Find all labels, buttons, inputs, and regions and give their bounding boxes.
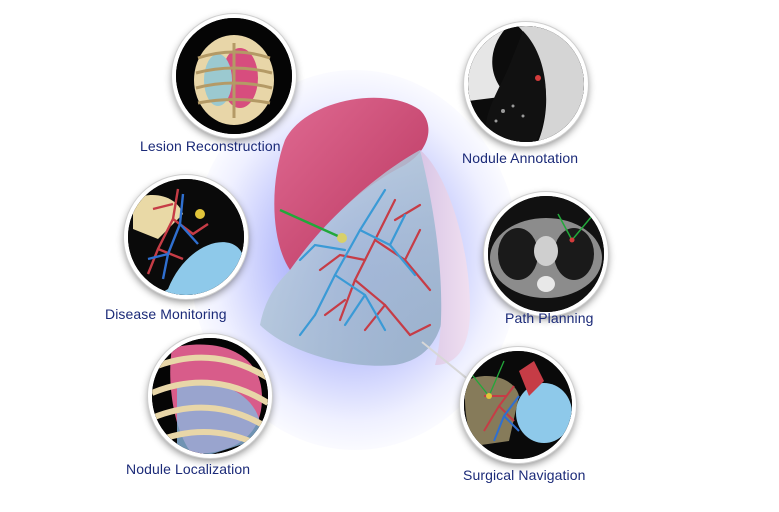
rib-cage-icon (176, 18, 292, 134)
surgical-navigation-label: Surgical Navigation (463, 467, 586, 483)
lung-model-illustration (260, 97, 470, 366)
nodule-annotation-label: Nodule Annotation (462, 150, 579, 166)
path-planning-thumbnail[interactable] (484, 192, 608, 316)
rib-lung-icon (152, 338, 268, 454)
disease-monitoring-thumbnail[interactable] (124, 175, 248, 299)
ct-slice-icon (468, 26, 584, 142)
disease-monitoring-label: Disease Monitoring (105, 306, 227, 322)
lesion-reconstruction-thumbnail[interactable] (172, 14, 296, 138)
nodule-localization-label: Nodule Localization (126, 461, 251, 477)
nodule-localization-thumbnail[interactable] (148, 334, 272, 458)
ct-axial-icon (488, 196, 604, 312)
surgical-navigation-thumbnail[interactable] (460, 347, 576, 463)
path-planning-label: Path Planning (505, 310, 594, 326)
nodule-annotation-thumbnail[interactable] (464, 22, 588, 146)
lesion-reconstruction-label: Lesion Reconstruction (140, 138, 281, 154)
vessel-tree-icon (128, 179, 244, 295)
surgical-model-icon (464, 351, 572, 459)
